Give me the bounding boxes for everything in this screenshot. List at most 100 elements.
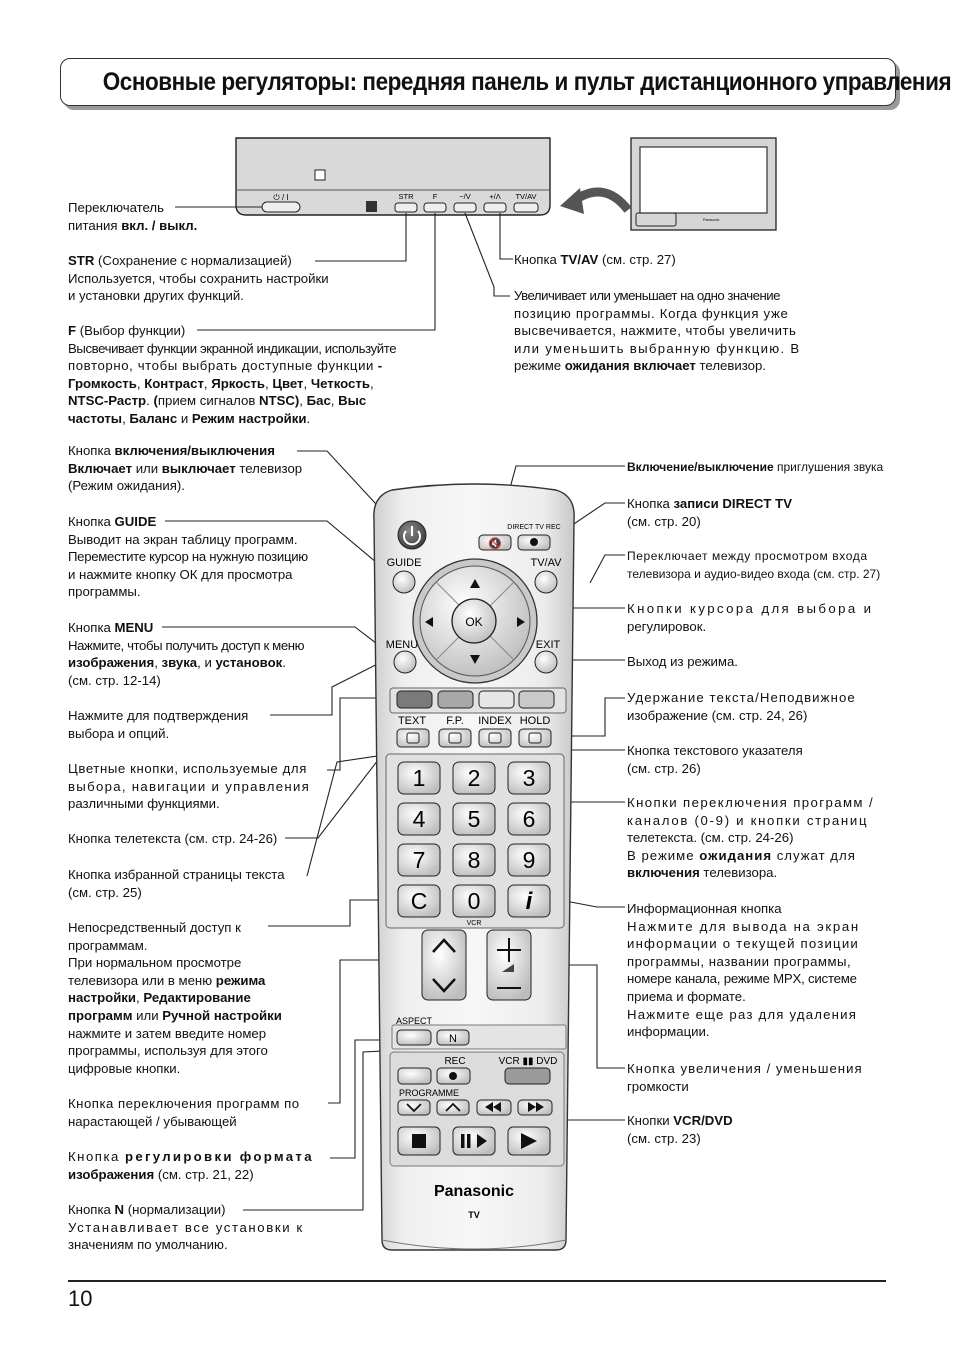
menu-button[interactable] xyxy=(393,650,417,674)
text: телевизора или в меню xyxy=(68,972,216,988)
text: Режим настройки xyxy=(191,410,307,426)
programme-rocker[interactable] xyxy=(421,929,467,1001)
text: программы. xyxy=(68,584,141,600)
blue-button[interactable] xyxy=(518,690,555,709)
text: частоты xyxy=(68,410,123,426)
vcr-dvd-description: Кнопки VCR/DVD (см. стр. 23) xyxy=(627,1112,733,1147)
text: телевизор. xyxy=(695,358,766,374)
text: NTSC-Растр xyxy=(68,393,147,409)
text: изображение (см. стр. 24, 26) xyxy=(627,707,808,723)
text: ожидания включает xyxy=(564,358,696,374)
text: или xyxy=(132,1007,163,1023)
text: Кнопка xyxy=(68,443,115,458)
cursor-description: Кнопки курсора для выбора и регулировок. xyxy=(627,600,887,635)
red-button[interactable] xyxy=(396,690,433,709)
numbers-description: Кнопки переключения программ / каналов (… xyxy=(627,794,887,882)
cursor-right-icon[interactable] xyxy=(517,617,525,627)
text: Удержание текста/Неподвижное xyxy=(627,690,856,705)
text: (см. стр. 21, 22) xyxy=(154,1166,254,1182)
text: выбора и опций. xyxy=(68,725,170,741)
text: MENU xyxy=(114,620,154,635)
text: STR xyxy=(68,253,95,268)
text: GUIDE xyxy=(114,514,157,529)
text: NTSC) xyxy=(259,393,300,409)
text: Кнопка переключения программ по xyxy=(68,1096,300,1111)
digit-button-0[interactable] xyxy=(452,884,496,918)
text: (Выбор функции) xyxy=(76,323,186,338)
text-button[interactable] xyxy=(396,728,430,748)
digit-button-2[interactable] xyxy=(452,761,496,795)
volume-rocker[interactable] xyxy=(486,929,532,1001)
text: , xyxy=(136,990,144,1006)
updown-description: Увеличивает или уменьшает на одно значен… xyxy=(514,287,808,375)
exit-button[interactable] xyxy=(534,650,558,674)
index-button[interactable] xyxy=(478,728,512,748)
page-title: Основные регуляторы: передняя панель и п… xyxy=(102,68,952,96)
text: Включает xyxy=(68,460,133,476)
digit-button-4[interactable] xyxy=(397,802,441,836)
programme-up-button[interactable] xyxy=(436,1099,470,1116)
n-label: N xyxy=(449,1033,457,1045)
text: режима xyxy=(215,972,266,988)
digit-button-1[interactable] xyxy=(397,761,441,795)
page-number: 10 xyxy=(68,1286,93,1311)
fp-button[interactable] xyxy=(438,728,472,748)
text: Кнопка избранной страницы текста xyxy=(68,867,285,882)
index-icon xyxy=(488,732,502,744)
text: Цвет xyxy=(272,375,304,391)
text: служат для xyxy=(772,847,856,863)
hold-description: Удержание текста/Неподвижное изображение… xyxy=(627,689,856,724)
vcr-power-button[interactable] xyxy=(397,1067,432,1085)
digit-button-C[interactable] xyxy=(397,884,441,918)
text: Цветные кнопки, используемые для xyxy=(68,761,307,776)
aspect-label: ASPECT xyxy=(396,1016,433,1026)
digit-button-i[interactable] xyxy=(507,884,551,918)
exit-label: EXIT xyxy=(536,639,561,651)
mute-button[interactable] xyxy=(478,534,512,551)
text: повторно, чтобы выбрать доступные функци… xyxy=(68,358,375,374)
remote-tv-label: TV xyxy=(468,1210,480,1220)
text: информации. xyxy=(627,1024,710,1040)
ok-button[interactable] xyxy=(451,598,497,644)
vcr-dvd-switch[interactable] xyxy=(504,1067,551,1085)
text: Кнопка текстового указателя xyxy=(627,743,803,758)
mute-description: Включение/выключение приглушения звука xyxy=(627,459,883,477)
text: изображения xyxy=(68,1166,155,1182)
text: и установки других функций. xyxy=(68,288,244,304)
text: Нажмите, чтобы получить доступ к меню xyxy=(68,637,305,653)
cursor-down-icon[interactable] xyxy=(470,655,480,664)
tvav-button[interactable] xyxy=(534,570,558,594)
digit-button-9[interactable] xyxy=(507,843,551,877)
text: Кнопка xyxy=(68,620,115,635)
vcr-small-label: VCR xyxy=(467,920,482,927)
n-button[interactable] xyxy=(436,1029,470,1046)
guide-label: GUIDE xyxy=(387,557,422,569)
onoff-description: Кнопка включения/выключения Включает или… xyxy=(68,442,328,495)
text: или xyxy=(132,460,162,476)
yellow-button[interactable] xyxy=(478,690,515,709)
cursor-left-icon[interactable] xyxy=(425,617,433,627)
guide-button[interactable] xyxy=(392,570,416,594)
programme-switch-description: Кнопка переключения программ по нарастаю… xyxy=(68,1095,330,1130)
pause-play-button[interactable] xyxy=(452,1126,496,1156)
aspect-button[interactable] xyxy=(396,1029,432,1046)
text: Нажмите для подтверждения xyxy=(68,708,249,723)
digit-button-3[interactable] xyxy=(507,761,551,795)
digit-label: i xyxy=(526,888,534,915)
hold-button[interactable] xyxy=(518,728,552,748)
text: цифровые кнопки. xyxy=(68,1060,181,1076)
green-button[interactable] xyxy=(437,690,474,709)
digit-button-5[interactable] xyxy=(452,802,496,836)
text: программы, названии программы, xyxy=(627,953,852,969)
text: Кнопка xyxy=(68,514,115,529)
digit-button-6[interactable] xyxy=(507,802,551,836)
digit-button-7[interactable] xyxy=(397,843,441,877)
digit-label: 1 xyxy=(413,765,426,791)
text: вкл. / выкл. xyxy=(121,217,198,233)
digit-button-8[interactable] xyxy=(452,843,496,877)
text: звука xyxy=(161,655,198,671)
programme-down-button[interactable] xyxy=(397,1099,431,1116)
text: , xyxy=(136,375,145,391)
cursor-up-icon[interactable] xyxy=(470,579,480,588)
